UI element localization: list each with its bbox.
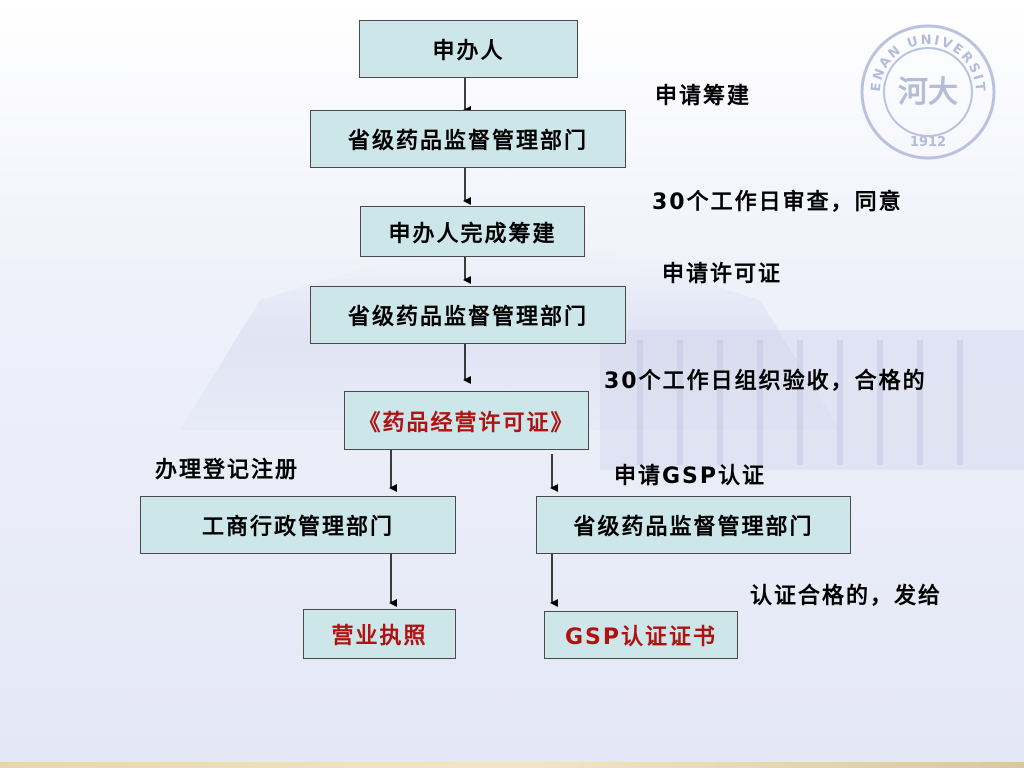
node-business-license-text: 营业执照 [331, 624, 428, 649]
label-apply-gsp: 申请GSP认证 [614, 464, 767, 489]
label-accept-30days: 30个工作日组织验收，合格的 [604, 369, 927, 394]
node-commerce-dept: 工商行政管理部门 [140, 496, 456, 554]
node-provincial-dept-2: 省级药品监督管理部门 [310, 286, 626, 344]
node-provincial-dept-3: 省级药品监督管理部门 [536, 496, 851, 554]
label-apply-license: 申请许可证 [662, 262, 783, 287]
bottom-bar [0, 762, 1024, 768]
label-apply-prep: 申请筹建 [655, 84, 752, 109]
node-provincial-dept-1-text: 省级药品监督管理部门 [347, 129, 588, 154]
label-register: 办理登记注册 [155, 458, 300, 483]
node-business-license: 营业执照 [303, 609, 456, 659]
node-provincial-dept-1: 省级药品监督管理部门 [310, 110, 626, 168]
node-applicant-complete-text: 申办人完成筹建 [388, 221, 557, 247]
node-applicant-complete: 申办人完成筹建 [360, 206, 585, 257]
label-review-30days: 30个工作日审查，同意 [652, 190, 903, 215]
node-gsp-certificate-text: GSP认证证书 [564, 625, 718, 650]
logo-year: 1912 [910, 135, 946, 150]
node-commerce-dept-text: 工商行政管理部门 [201, 515, 394, 540]
node-provincial-dept-2-text: 省级药品监督管理部门 [347, 305, 588, 330]
node-license: 《药品经营许可证》 [344, 391, 589, 450]
logo-emblem: 河大 [898, 75, 958, 110]
node-applicant-text: 申办人 [432, 39, 505, 64]
node-license-text: 《药品经营许可证》 [358, 410, 575, 436]
label-certify-issue: 认证合格的，发给 [750, 584, 943, 609]
node-gsp-certificate: GSP认证证书 [544, 611, 738, 659]
node-provincial-dept-3-text: 省级药品监督管理部门 [573, 515, 814, 540]
node-applicant: 申办人 [359, 20, 578, 78]
university-logo: HENAN UNIVERSITY 河大 1912 [858, 22, 996, 160]
